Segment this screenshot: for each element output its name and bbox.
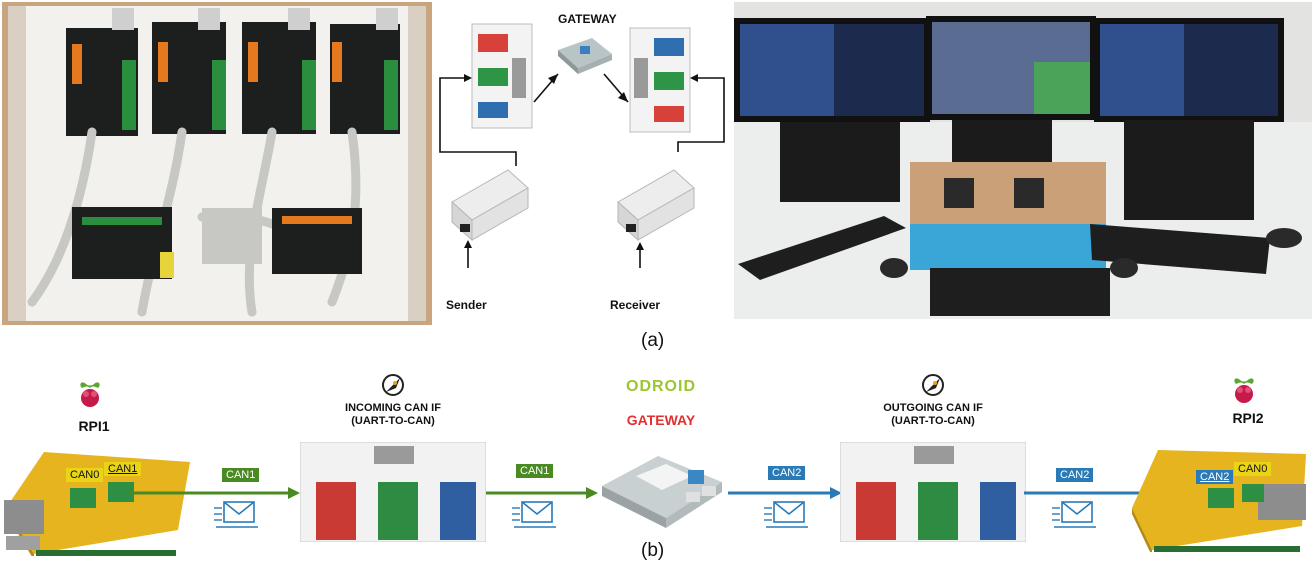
left-can-board (471, 23, 533, 129)
link-1: CAN1 (130, 460, 300, 530)
outgoing-board-image (840, 442, 1026, 542)
envelope-icon (764, 501, 808, 528)
rpi1-title: RPI1 (78, 418, 110, 434)
rpi2-title: RPI2 (1232, 410, 1264, 426)
receiver-usb-can-adapter (617, 169, 695, 242)
outgoing-can-if-node: OUTGOING CAN IF (UART-TO-CAN) (838, 372, 1028, 542)
link-2: CAN1 (486, 460, 598, 530)
gateway-device (558, 38, 612, 74)
link-3: CAN2 (728, 460, 842, 530)
gateway-node: ODROID GATEWAY (596, 376, 726, 536)
link-3-label: CAN2 (768, 466, 806, 480)
rpi1-node: RPI1 CAN0 CAN1 (0, 376, 195, 556)
photo-boards-box (2, 2, 432, 325)
outgoing-title-line1: OUTGOING CAN IF (883, 402, 983, 414)
envelope-icon (214, 501, 258, 528)
raspberry-pi-logo-icon (80, 382, 100, 407)
rocket-logo-icon (382, 374, 404, 396)
rpi2-node: RPI2 CAN2 CAN0 (1128, 376, 1312, 552)
incoming-board-image (300, 442, 486, 542)
right-can-board (629, 27, 691, 133)
envelope-icon (512, 501, 556, 528)
gateway-test-diagram: GATEWAY Sender Receiver (432, 2, 732, 325)
gateway-title: GATEWAY (626, 412, 696, 428)
odroid-board-image (602, 456, 722, 528)
rpi2-can0-badge: CAN0 (1234, 462, 1272, 476)
rpi1-can1-badge: CAN1 (104, 462, 142, 476)
incoming-title-line1: INCOMING CAN IF (345, 402, 441, 414)
caption-b: (b) (641, 540, 665, 561)
link-4-label: CAN2 (1056, 468, 1094, 482)
odroid-brand: ODROID (626, 378, 696, 395)
photo-lab-workstation (734, 2, 1312, 319)
link-1-label: CAN1 (222, 468, 260, 482)
sender-label: Sender (446, 298, 487, 312)
rpi2-board-image (1132, 450, 1306, 552)
rocket-logo-icon (922, 374, 944, 396)
sender-usb-can-adapter (451, 169, 529, 242)
rpi1-can0-badge: CAN0 (66, 468, 104, 482)
raspberry-pi-logo-icon (1234, 378, 1254, 403)
gateway-label: GATEWAY (558, 12, 617, 26)
envelope-icon (1052, 501, 1096, 528)
incoming-can-if-node: INCOMING CAN IF (UART-TO-CAN) (298, 372, 488, 542)
rpi2-can2-badge: CAN2 (1196, 470, 1234, 484)
incoming-title-line2: (UART-TO-CAN) (351, 415, 435, 427)
link-2-label: CAN1 (516, 464, 554, 478)
outgoing-title-line2: (UART-TO-CAN) (891, 415, 975, 427)
receiver-label: Receiver (610, 298, 661, 312)
caption-a: (a) (641, 330, 665, 351)
rpi1-board-image (4, 452, 190, 556)
